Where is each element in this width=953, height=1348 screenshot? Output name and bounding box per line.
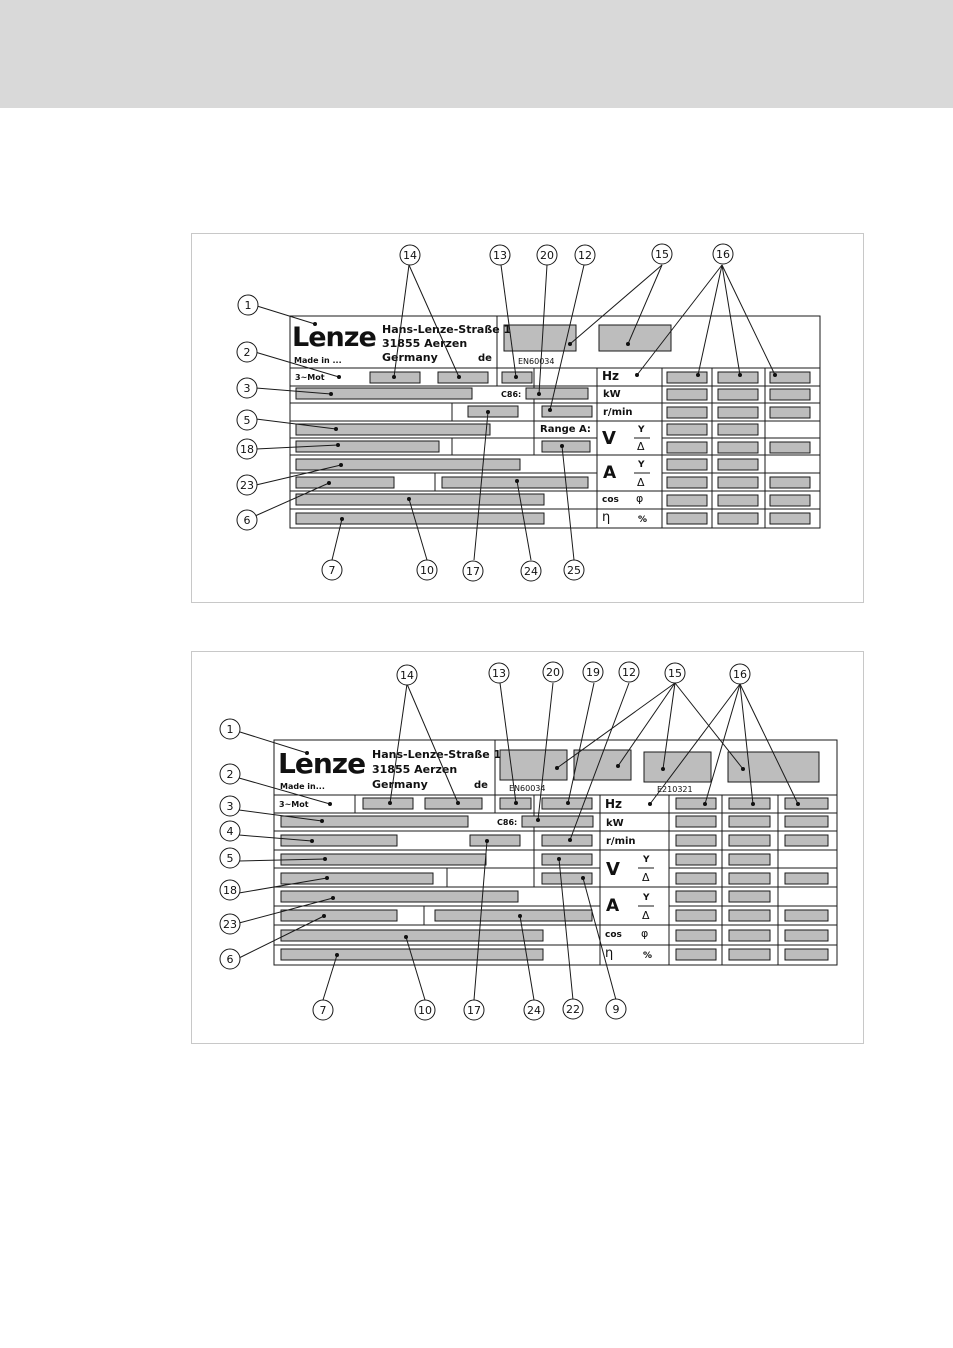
- phase-label: 3~Mot: [279, 800, 309, 809]
- lang-label: de: [478, 353, 492, 364]
- eta-label: η: [602, 510, 610, 525]
- hz-label: Hz: [605, 797, 622, 811]
- callout-7: 7: [329, 564, 336, 577]
- address-line-2: 31855 Aerzen: [382, 337, 467, 350]
- callout-16: 16: [716, 248, 730, 261]
- country-label: Germany: [382, 351, 438, 364]
- callout-19: 19: [586, 666, 600, 679]
- volt-delta-label: Δ: [642, 871, 650, 884]
- figure-2-diagram: Lenze Hans-Lenze-Straße 1 31855 Aerzen G…: [219, 661, 838, 1021]
- standard-label: EN60034: [518, 357, 555, 366]
- cert-label: E210321: [657, 785, 693, 794]
- callout-2: 2: [227, 768, 234, 781]
- callout-25: 25: [567, 564, 581, 577]
- callout-17: 17: [466, 565, 480, 578]
- amp-star-label: Y: [642, 893, 650, 903]
- made-in-label: Made in ...: [294, 356, 342, 365]
- callout-6: 6: [227, 953, 234, 966]
- callout-16: 16: [733, 668, 747, 681]
- page-header-band: [0, 0, 953, 108]
- callout-17: 17: [467, 1004, 481, 1017]
- kw-label: kW: [603, 389, 621, 400]
- hz-label: Hz: [602, 369, 619, 383]
- callout-13: 13: [493, 249, 507, 262]
- callout-1: 1: [227, 723, 234, 736]
- volt-star-label: Y: [637, 425, 645, 435]
- standard-label: EN60034: [509, 784, 546, 793]
- volt-label: V: [606, 859, 620, 880]
- amp-label: A: [603, 463, 617, 483]
- callout-15: 15: [668, 667, 682, 680]
- rpm-label: r/min: [606, 836, 636, 847]
- amp-delta-label: Δ: [642, 909, 650, 922]
- c86-label: C86:: [497, 818, 517, 827]
- eta-label: η: [605, 946, 613, 961]
- volt-star-label: Y: [642, 855, 650, 865]
- callout-3: 3: [227, 800, 234, 813]
- callout-20: 20: [546, 666, 560, 679]
- callout-6: 6: [244, 514, 251, 527]
- callout-15: 15: [655, 248, 669, 261]
- callout-14: 14: [400, 669, 414, 682]
- lenze-logo: Lenze: [292, 322, 376, 353]
- range-label: Range A:: [540, 424, 591, 435]
- figure-1-diagram: Lenze Hans-Lenze-Straße 1 31855 Aerzen G…: [236, 243, 821, 582]
- cos-label: cos: [602, 495, 619, 505]
- callout-22: 22: [566, 1003, 580, 1016]
- callout-10: 10: [420, 564, 434, 577]
- callout-18: 18: [223, 884, 237, 897]
- callout-20: 20: [540, 249, 554, 262]
- callout-4: 4: [227, 825, 234, 838]
- address-line-1: Hans-Lenze-Straße 1: [382, 323, 511, 336]
- percent-label: %: [643, 951, 652, 961]
- figure-2-panel: Lenze Hans-Lenze-Straße 1 31855 Aerzen G…: [191, 651, 864, 1044]
- callout-24: 24: [527, 1004, 541, 1017]
- callout-2: 2: [244, 346, 251, 359]
- callout-7: 7: [320, 1004, 327, 1017]
- amp-delta-label: Δ: [637, 476, 645, 489]
- callout-12: 12: [578, 249, 592, 262]
- callout-5: 5: [244, 414, 251, 427]
- address-line-2: 31855 Aerzen: [372, 763, 457, 776]
- phi-label: φ: [636, 492, 643, 505]
- rpm-label: r/min: [603, 407, 633, 418]
- made-in-label: Made in...: [280, 782, 325, 791]
- callout-1: 1: [245, 299, 252, 312]
- lang-label: de: [474, 780, 488, 791]
- amp-label: A: [606, 896, 620, 916]
- figure-1-panel: Lenze Hans-Lenze-Straße 1 31855 Aerzen G…: [191, 233, 864, 603]
- nameplate-outline: [273, 739, 838, 966]
- c86-label: C86:: [501, 390, 521, 399]
- cos-label: cos: [605, 930, 622, 940]
- percent-label: %: [638, 515, 647, 525]
- callout-18: 18: [240, 443, 254, 456]
- callout-14: 14: [403, 249, 417, 262]
- lenze-logo: Lenze: [278, 747, 365, 780]
- nameplate-outline: [289, 315, 821, 529]
- callout-10: 10: [418, 1004, 432, 1017]
- callout-23: 23: [240, 479, 254, 492]
- callout-3: 3: [244, 382, 251, 395]
- callout-23: 23: [223, 918, 237, 931]
- address-line-1: Hans-Lenze-Straße 1: [372, 748, 501, 761]
- phi-label: φ: [641, 927, 648, 940]
- kw-label: kW: [606, 818, 624, 829]
- amp-star-label: Y: [637, 460, 645, 470]
- country-label: Germany: [372, 778, 428, 791]
- volt-delta-label: Δ: [637, 440, 645, 453]
- callout-24: 24: [524, 565, 538, 578]
- callout-13: 13: [492, 667, 506, 680]
- callout-5: 5: [227, 852, 234, 865]
- volt-label: V: [602, 428, 616, 449]
- callout-9: 9: [613, 1003, 620, 1016]
- phase-label: 3~Mot: [295, 373, 325, 382]
- callout-12: 12: [622, 666, 636, 679]
